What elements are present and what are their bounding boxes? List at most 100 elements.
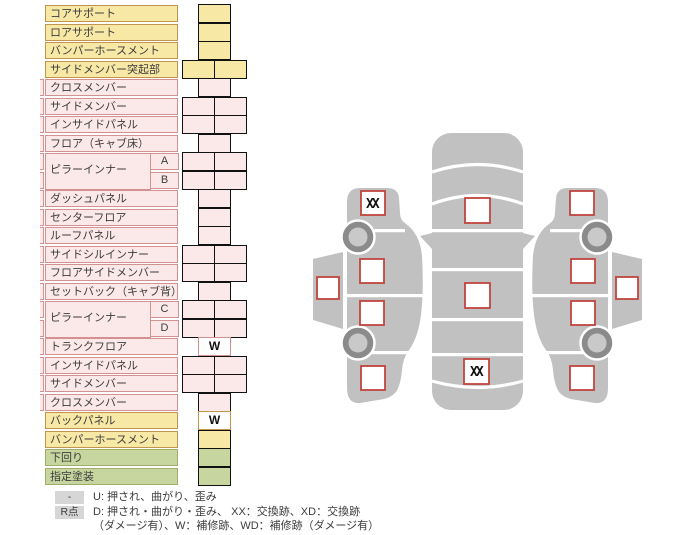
table-row: クロスメンバー [40, 393, 270, 412]
row-edge-fragment [40, 116, 44, 133]
damage-checkbox[interactable] [463, 358, 490, 385]
row-label: フロアサイドメンバー [45, 264, 178, 281]
left-side-view: XX [313, 188, 423, 404]
panel-separator [550, 229, 608, 233]
table-row: トランクフロア W [40, 337, 270, 356]
damage-checkbox[interactable] [464, 197, 491, 224]
damage-mark: W [208, 413, 221, 427]
legend-badge: R点 [55, 506, 84, 519]
top-car-body [432, 133, 523, 410]
panel-separator [432, 268, 523, 272]
damage-checkbox[interactable] [569, 190, 595, 216]
row-edge-fragment [40, 79, 44, 96]
legend-text: D: 押され・曲がり・歪み、 XX：交換跡、XD：交換跡 [93, 506, 361, 518]
damage-cell[interactable] [214, 300, 247, 319]
damage-checkbox[interactable] [570, 300, 596, 326]
damage-cell[interactable]: W [198, 337, 231, 356]
windshield-line [431, 193, 524, 206]
row-label: ピラーインナー [45, 301, 151, 338]
panel-separator [432, 229, 523, 233]
damage-cell[interactable] [214, 115, 247, 134]
table-row: サイドメンバー [40, 97, 270, 116]
table-row: フロア（キャブ床） [40, 134, 270, 153]
row-label: サイドシルインナー [45, 246, 178, 263]
table-row: サイドメンバー [40, 374, 270, 393]
table-row: B [40, 171, 270, 190]
row-label: ルーフパネル [45, 227, 178, 244]
damage-cell[interactable] [198, 467, 231, 486]
panel-separator [347, 229, 405, 233]
row-label: ピラーインナー [45, 153, 151, 190]
row-edge-fragment [40, 190, 44, 207]
left-mirror [420, 233, 432, 249]
damage-checkbox[interactable] [464, 282, 491, 309]
damage-cell[interactable] [198, 4, 231, 23]
damage-cell[interactable] [198, 226, 231, 245]
damage-cell[interactable] [198, 78, 231, 97]
row-edge-fragment [40, 172, 44, 189]
table-row: ピラーインナー A [40, 152, 270, 190]
damage-cell[interactable]: W [198, 411, 231, 430]
damage-checkbox[interactable] [316, 276, 340, 300]
row-label: サイドメンバー [45, 98, 178, 115]
panel-separator [347, 294, 423, 298]
row-edge-fragment [40, 301, 44, 318]
damage-checkbox[interactable] [359, 258, 385, 284]
right-side-view [532, 188, 642, 404]
damage-mark: W [208, 339, 221, 353]
panel-separator [544, 351, 608, 355]
pillar-sub-label: A [150, 153, 179, 170]
legend-line: -U: 押され、曲がり、歪み [55, 491, 217, 505]
wheel-hub [587, 333, 607, 353]
row-label: トランクフロア [45, 338, 178, 355]
panel-separator [347, 351, 411, 355]
row-label: ロアサポート [45, 24, 178, 41]
row-label: フロア（キャブ床） [45, 135, 178, 152]
table-row: 指定塗装 [45, 467, 270, 486]
damage-checkbox[interactable] [360, 190, 386, 216]
row-edge-fragment [40, 338, 44, 355]
hood-line [431, 162, 524, 174]
damage-cell[interactable] [198, 189, 231, 208]
damage-cell[interactable] [214, 152, 247, 171]
legend-text: U: 押され、曲がり、歪み [93, 491, 217, 503]
row-label: インサイドパネル [45, 357, 178, 374]
legend-badge: - [55, 491, 84, 504]
row-label: インサイドパネル [45, 116, 178, 133]
row-label: センターフロア [45, 209, 178, 226]
row-label: 指定塗装 [45, 468, 178, 485]
pillar-sub-label: B [150, 172, 179, 189]
wheel-hub [587, 227, 607, 247]
damage-cell[interactable] [198, 41, 231, 60]
table-row: ダッシュパネル [40, 189, 270, 208]
row-label: クロスメンバー [45, 394, 178, 411]
panel-separator [432, 353, 523, 357]
damage-checkbox[interactable] [359, 300, 385, 326]
legend-line: （ダメージ有）、W：補修跡、WD：補修跡（ダメージ有） [55, 520, 379, 534]
wheel-hub [348, 333, 368, 353]
damage-checkbox[interactable] [615, 276, 639, 300]
row-edge-fragment [40, 227, 44, 244]
damage-checkbox[interactable] [570, 258, 596, 284]
damage-cell[interactable] [198, 448, 231, 467]
row-label: バックパネル [45, 412, 178, 429]
row-label: ダッシュパネル [45, 190, 178, 207]
row-label: コアサポート [45, 5, 178, 22]
row-label: サイドメンバー [45, 375, 178, 392]
wheel-hub [348, 227, 368, 247]
row-edge-fragment [40, 375, 44, 392]
row-label: バンパーホースメント [45, 42, 178, 59]
pillar-sub-label: D [150, 320, 179, 337]
table-row: ピラーインナー C [40, 300, 270, 338]
row-edge-fragment [40, 135, 44, 152]
table-row: クロスメンバー [40, 78, 270, 97]
legend-text: （ダメージ有）、W：補修跡、WD：補修跡（ダメージ有） [93, 520, 380, 532]
rear-window-line [431, 379, 524, 390]
row-edge-fragment [40, 264, 44, 281]
damage-cell[interactable] [214, 263, 247, 282]
pillar-sub-label: C [150, 301, 179, 318]
damage-checkbox[interactable] [569, 365, 595, 391]
damage-checkbox[interactable] [360, 365, 386, 391]
damage-cell[interactable] [214, 374, 247, 393]
